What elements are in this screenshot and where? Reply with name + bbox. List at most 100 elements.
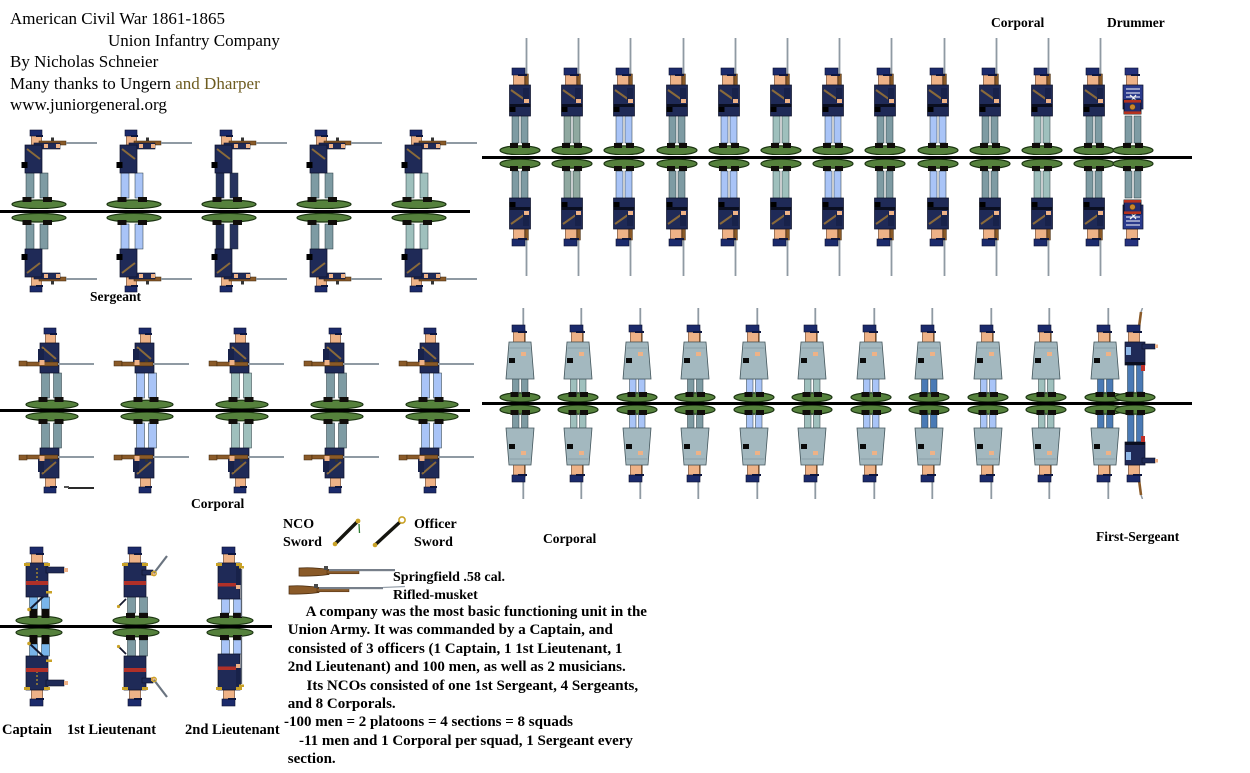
fold-line: [0, 210, 470, 213]
ready-soldier-figure: [101, 325, 193, 409]
attention-soldier-reflection: [497, 159, 543, 276]
attention-soldier-figure: [810, 38, 856, 155]
officer-1-figure: [12, 539, 76, 625]
greatcoat-soldier-reflection: [555, 405, 601, 499]
greatcoat-soldier-reflection: [614, 405, 660, 499]
firing-soldier-figure: [6, 126, 98, 209]
ready-soldier-reflection: [6, 412, 98, 496]
greatcoat-soldier-figure: [1023, 308, 1069, 402]
label-captain: Captain: [2, 722, 52, 738]
attention-soldier-figure: [549, 38, 595, 155]
greatcoat-soldier-figure: [848, 308, 894, 402]
company-description: A company was the most basic functioning…: [284, 604, 647, 768]
greatcoat-soldier-reflection: [906, 405, 952, 499]
first-sergeant-figure: [1112, 308, 1158, 402]
ready-soldier-reflection: [196, 412, 288, 496]
attention-soldier-figure: [601, 38, 647, 155]
attention-soldier-figure: [1019, 38, 1065, 155]
attention-soldier-figure: [967, 38, 1013, 155]
thanks-prefix: Many thanks to Ungern: [10, 73, 176, 93]
attention-soldier-figure: [654, 38, 700, 155]
greatcoat-soldier-figure: [614, 308, 660, 402]
attention-soldier-figure: [862, 38, 908, 155]
ready-soldier-reflection: [386, 412, 478, 496]
attention-soldier-reflection: [862, 159, 908, 276]
stray-sword-mark: [64, 486, 94, 489]
header-credits: American Civil War 1861-1865 Union Infan…: [10, 8, 280, 116]
thanks-line: Many thanks to Ungern and Dharper: [10, 73, 280, 95]
greatcoat-soldier-reflection: [731, 405, 777, 499]
officer-2-figure: [106, 539, 170, 625]
officer-sword-label: Officer Sword: [414, 517, 457, 550]
ready-soldier-figure: [6, 325, 98, 409]
label-sergeant: Sergeant: [90, 289, 141, 304]
attention-soldier-figure: [497, 38, 543, 155]
greatcoat-soldier-reflection: [848, 405, 894, 499]
attention-soldier-reflection: [1019, 159, 1065, 276]
firing-soldier-reflection: [386, 213, 478, 296]
firing-soldier-reflection: [101, 213, 193, 296]
greatcoat-soldier-figure: [906, 308, 952, 402]
attention-soldier-reflection: [758, 159, 804, 276]
musket-label: Springfield .58 cal. Rifled-musket: [393, 570, 506, 603]
first-sergeant-reflection: [1112, 405, 1158, 499]
fold-line: [0, 625, 272, 628]
attention-soldier-reflection: [967, 159, 1013, 276]
attention-soldier-reflection: [601, 159, 647, 276]
thanks-highlight: and Dharper: [175, 73, 260, 93]
musket-bayonet-icon: [288, 584, 406, 595]
firing-soldier-reflection: [291, 213, 383, 296]
nco-sword-label: NCO Sword: [283, 517, 322, 550]
officer-3-reflection: [200, 628, 264, 714]
attention-soldier-reflection: [654, 159, 700, 276]
attention-soldier-reflection: [706, 159, 752, 276]
attention-soldier-reflection: [915, 159, 961, 276]
officer-sword-icon: [372, 516, 406, 548]
fold-line: [482, 402, 1192, 405]
label-drummer: Drummer: [1107, 15, 1165, 30]
drummer-reflection: [1110, 159, 1156, 276]
firing-soldier-figure: [291, 126, 383, 209]
fold-line: [482, 156, 1192, 159]
nco-sword-icon: [332, 518, 361, 547]
label-corporal-top: Corporal: [991, 15, 1045, 30]
attention-soldier-figure: [915, 38, 961, 155]
firing-soldier-figure: [196, 126, 288, 209]
greatcoat-soldier-figure: [965, 308, 1011, 402]
firing-soldier-figure: [386, 126, 478, 209]
greatcoat-soldier-reflection: [1023, 405, 1069, 499]
officer-3-figure: [200, 539, 264, 625]
greatcoat-soldier-reflection: [789, 405, 835, 499]
attention-soldier-figure: [706, 38, 752, 155]
ready-soldier-reflection: [291, 412, 383, 496]
label-corporal-left: Corporal: [191, 496, 245, 511]
firing-soldier-figure: [101, 126, 193, 209]
ready-soldier-figure: [196, 325, 288, 409]
musket-icon: [298, 566, 395, 577]
greatcoat-soldier-figure: [731, 308, 777, 402]
drummer-figure: [1110, 38, 1156, 155]
label-lieutenant-2: 2nd Lieutenant: [185, 722, 280, 738]
attention-soldier-figure: [758, 38, 804, 155]
greatcoat-soldier-figure: [497, 308, 543, 402]
label-lieutenant-1: 1st Lieutenant: [67, 722, 157, 738]
label-first-sergeant: First-Sergeant: [1096, 529, 1180, 544]
page-subtitle: Union Infantry Company: [108, 30, 280, 50]
ready-soldier-reflection: [101, 412, 193, 496]
greatcoat-soldier-reflection: [965, 405, 1011, 499]
attention-soldier-reflection: [549, 159, 595, 276]
officer-1-reflection: [12, 628, 76, 714]
greatcoat-soldier-reflection: [497, 405, 543, 499]
ready-soldier-figure: [386, 325, 478, 409]
page-title: American Civil War 1861-1865: [10, 9, 226, 28]
byline: By Nicholas Schneier: [10, 52, 159, 71]
greatcoat-soldier-figure: [555, 308, 601, 402]
firing-soldier-reflection: [6, 213, 98, 296]
greatcoat-soldier-reflection: [672, 405, 718, 499]
greatcoat-soldier-figure: [789, 308, 835, 402]
ready-soldier-figure: [291, 325, 383, 409]
fold-line: [0, 409, 470, 412]
website-text: www.juniorgeneral.org: [10, 95, 167, 114]
greatcoat-soldier-figure: [672, 308, 718, 402]
